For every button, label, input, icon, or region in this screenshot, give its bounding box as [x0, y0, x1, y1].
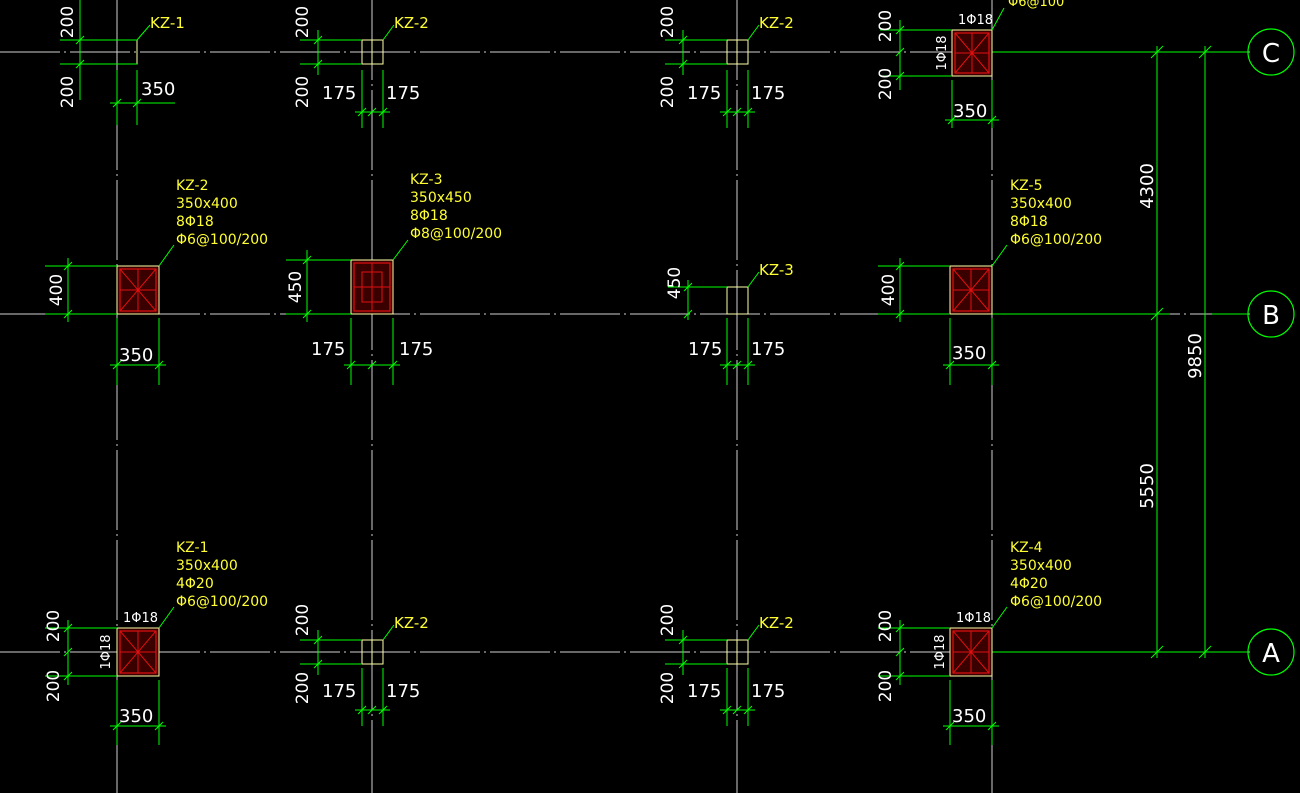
corner-bar-side: 1Φ18 — [933, 634, 948, 669]
column-tag: KZ-3 — [410, 172, 442, 188]
dimension-200: 200 — [58, 76, 78, 108]
column-c3: KZ-2 200 200 175 175 — [658, 6, 794, 128]
column-tag: KZ-2 — [759, 614, 794, 632]
dimension-400: 400 — [879, 274, 899, 306]
dimension-200: 200 — [658, 76, 678, 108]
column-b4: KZ-5 350x400 8Φ18 Φ6@100/200 400 350 — [878, 178, 1102, 385]
column-a1: KZ-1 350x400 4Φ20 Φ6@100/200 1Φ18 1Φ18 2… — [44, 540, 268, 745]
dimension-350: 350 — [953, 101, 987, 122]
column-a3: KZ-2 200 200 175 175 — [658, 604, 794, 726]
column-b3: KZ-3 450 175 175 — [665, 261, 794, 385]
column-tag: KZ-2 — [759, 14, 794, 32]
column-stirrup: Φ6@100/200 — [1010, 594, 1102, 610]
axis-label-c: C — [1262, 39, 1280, 69]
corner-bar-top: 1Φ18 — [956, 611, 991, 626]
dimension-200: 200 — [293, 6, 313, 38]
dimension-175: 175 — [386, 681, 420, 702]
column-b2: KZ-3 350x450 8Φ18 Φ8@100/200 450 175 175 — [286, 172, 502, 385]
column-rebar: 4Φ20 — [176, 576, 214, 592]
dimension-200: 200 — [876, 610, 896, 642]
column-c2: KZ-2 200 200 175 175 — [293, 6, 429, 128]
corner-bar-top: 1Φ18 — [123, 611, 158, 626]
column-size: 350x400 — [1010, 196, 1072, 212]
dimension-200: 200 — [658, 672, 678, 704]
column-rebar: 8Φ18 — [410, 208, 448, 224]
column-tag: KZ-1 — [150, 14, 185, 32]
dimension-450: 450 — [286, 271, 306, 303]
column-size: 350x400 — [176, 558, 238, 574]
column-tag: KZ-1 — [176, 540, 208, 556]
column-tag: KZ-3 — [759, 261, 794, 279]
dimension-350: 350 — [952, 706, 986, 727]
column-stirrup: Φ6@100/200 — [176, 232, 268, 248]
dimension-175: 175 — [751, 681, 785, 702]
rebar-line-1: Φ6@100 — [1008, 0, 1064, 10]
dimension-200: 200 — [876, 68, 896, 100]
dimension-200: 200 — [876, 10, 896, 42]
column-stirrup: Φ8@100/200 — [410, 226, 502, 242]
axis-label-a: A — [1262, 639, 1280, 669]
grid-lines — [0, 0, 1250, 793]
axis-bubble-c: C — [1247, 28, 1295, 76]
dimension-400: 400 — [47, 274, 67, 306]
dimension-200: 200 — [44, 610, 64, 642]
dimension-450: 450 — [665, 267, 685, 299]
dimension-175: 175 — [311, 339, 345, 360]
dimension-175: 175 — [322, 681, 356, 702]
dimension-175: 175 — [687, 83, 721, 104]
dimension-175: 175 — [399, 339, 433, 360]
dimension-200: 200 — [293, 604, 313, 636]
column-a4: KZ-4 350x400 4Φ20 Φ6@100/200 1Φ18 1Φ18 2… — [876, 540, 1102, 745]
dimension-175: 175 — [386, 83, 420, 104]
dimension-175: 175 — [751, 339, 785, 360]
column-rebar: 4Φ20 — [1010, 576, 1048, 592]
dimension-200: 200 — [293, 76, 313, 108]
column-stirrup: Φ6@100/200 — [176, 594, 268, 610]
dimension-350: 350 — [952, 343, 986, 364]
corner-bar-side: 1Φ18 — [99, 634, 114, 669]
axis-bubble-a: A — [1247, 628, 1295, 676]
column-size: 350x400 — [1010, 558, 1072, 574]
dimension-350: 350 — [141, 79, 175, 100]
column-rebar: 8Φ18 — [176, 214, 214, 230]
dimension-175: 175 — [688, 339, 722, 360]
dimension-350: 350 — [119, 706, 153, 727]
column-a2: KZ-2 200 200 175 175 — [293, 604, 429, 726]
dimension-b-to-a: 5550 — [1137, 463, 1158, 509]
dimension-total: 9850 — [1185, 333, 1206, 379]
column-c4: Φ6@100 1Φ18 1Φ18 200 200 350 — [876, 0, 1064, 128]
column-tag: KZ-2 — [394, 614, 429, 632]
dimension-175: 175 — [322, 83, 356, 104]
overall-dimension-chain — [992, 45, 1248, 659]
column-size: 350x400 — [176, 196, 238, 212]
column-size: 350x450 — [410, 190, 472, 206]
column-b1: KZ-2 350x400 8Φ18 Φ6@100/200 400 350 — [45, 178, 268, 385]
dimension-350: 350 — [119, 345, 153, 366]
dimension-200: 200 — [44, 670, 64, 702]
dimension-200: 200 — [876, 670, 896, 702]
column-tag: KZ-4 — [1010, 540, 1043, 556]
axis-label-b: B — [1262, 301, 1280, 331]
axis-bubble-b: B — [1247, 290, 1295, 338]
column-tag: KZ-2 — [176, 178, 208, 194]
column-tag: KZ-5 — [1010, 178, 1042, 194]
dimension-200: 200 — [293, 672, 313, 704]
dimension-c-to-b: 4300 — [1137, 163, 1158, 209]
corner-bar-top: 1Φ18 — [958, 13, 993, 28]
dimension-200: 200 — [658, 6, 678, 38]
column-c1: KZ-1 200 200 350 — [58, 0, 185, 125]
corner-bar-side: 1Φ18 — [935, 35, 950, 70]
column-tag: KZ-2 — [394, 14, 429, 32]
dimension-175: 175 — [687, 681, 721, 702]
dimension-175: 175 — [751, 83, 785, 104]
dimension-200: 200 — [658, 604, 678, 636]
column-rebar: 8Φ18 — [1010, 214, 1048, 230]
column-stirrup: Φ6@100/200 — [1010, 232, 1102, 248]
dimension-200: 200 — [58, 6, 78, 38]
